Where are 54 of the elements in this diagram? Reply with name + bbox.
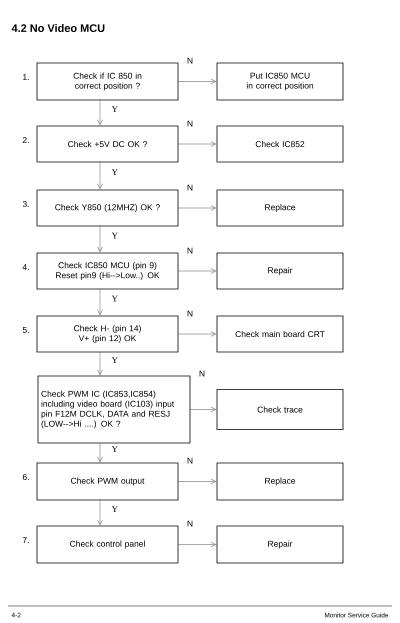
edge-label: Y (112, 357, 118, 363)
process-box: Check Y850 (12MHZ) OK ? (36, 190, 178, 226)
arrow (97, 289, 103, 316)
title: 4.2 No Video MCU (12, 24, 104, 32)
step-number: 6. (22, 474, 29, 480)
edge-label: N (188, 248, 192, 254)
edge-label: N (188, 310, 192, 316)
action-box: Put IC850 MCU in correct position (216, 62, 344, 100)
edge-label: Y (112, 296, 118, 302)
arrow (97, 162, 103, 190)
action-box: Check IC852 (216, 126, 344, 162)
edge-label: Y (112, 446, 118, 452)
edge-label: N (188, 520, 192, 526)
process-box: Check H- (pin 14) V+ (pin 12) OK (36, 316, 178, 352)
process-box: Check +5V DC OK ? (36, 126, 178, 162)
process-box: Check PWM IC (IC853,IC854) including video board (IC103) input pin F12M DCLK, DATA and RESJ (LOW-->Hi ....) OK ? (38, 376, 190, 444)
action-box: Repair (216, 526, 344, 564)
edge-label: Y (112, 506, 118, 512)
arrow (97, 500, 103, 526)
process-box: Check IC850 MCU (pin 9) Reset pin9 (Hi-->Low..) OK (36, 252, 178, 290)
edge-label: N (188, 120, 192, 126)
process-box: Check if IC 850 in correct position ? (36, 62, 178, 100)
arrow (178, 542, 217, 548)
arrow (178, 478, 217, 484)
arrow (178, 331, 217, 337)
step-number: 4. (22, 264, 29, 270)
arrow (178, 141, 217, 147)
edge-label: Y (112, 232, 118, 238)
arrow (97, 352, 103, 376)
arrow (178, 78, 217, 84)
edge-label: N (188, 184, 192, 190)
arrow (97, 443, 103, 463)
step-number: 3. (22, 201, 29, 207)
process-box: Check PWM output (36, 462, 178, 500)
arrow (97, 100, 103, 126)
action-box: Replace (216, 462, 344, 500)
edge-label: N (188, 58, 192, 64)
process-box: Check control panel (36, 526, 178, 564)
edge-label: Y (112, 106, 118, 112)
arrow (190, 406, 217, 412)
arrow (97, 226, 103, 253)
action-box: Replace (216, 190, 344, 226)
action-box: Repair (216, 252, 344, 290)
step-number: 5. (22, 327, 29, 333)
step-number: 2. (22, 137, 29, 143)
step-number: 1. (23, 74, 29, 80)
edge-label: N (188, 458, 192, 464)
action-box: Check trace (216, 389, 344, 430)
edge-label: N (200, 370, 204, 376)
edge-label: Y (112, 169, 118, 175)
arrow (178, 205, 217, 211)
action-box: Check main board CRT (216, 316, 344, 352)
step-number: 7. (22, 537, 29, 543)
arrow (178, 268, 217, 274)
